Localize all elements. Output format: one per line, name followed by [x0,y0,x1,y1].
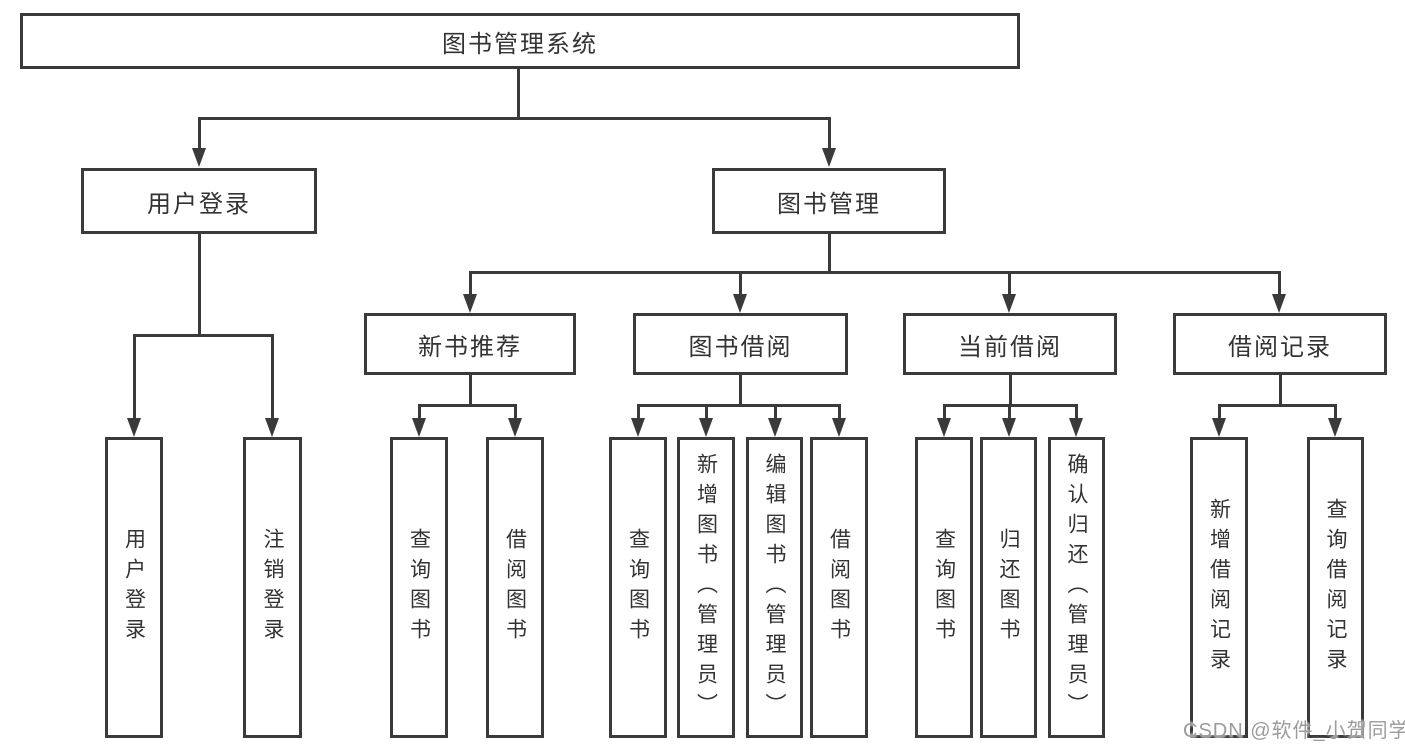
connector-line [1279,375,1282,406]
connector-line [198,117,831,120]
connector-line [637,404,841,407]
connector-line [469,375,472,406]
leaf-confirm-return-admin-label: 确认归还（管理员） [1065,452,1088,723]
node-user-login-label: 用户登录 [147,190,251,218]
leaf-add-borrow-record: 新增借阅记录 [1190,437,1248,738]
arrow-down-icon [822,148,836,167]
arrow-down-icon [1328,418,1342,437]
connector-line [469,271,472,295]
leaf-query-books-recommend-label: 查询图书 [407,527,431,648]
connector-line [198,234,201,336]
leaf-add-book-admin-label: 新增图书（管理员） [694,452,718,723]
arrow-down-icon [631,418,645,437]
node-book-management: 图书管理 [712,168,946,234]
node-borrow-records-label: 借阅记录 [1228,333,1332,361]
node-new-book-recommend: 新书推荐 [364,313,576,375]
leaf-user-login: 用户登录 [105,437,163,738]
connector-line [637,404,640,418]
connector-line [469,271,1281,274]
connector-line [133,334,274,337]
csdn-watermark: CSDN @软件_小贺同学 [1183,720,1405,742]
connector-line [774,404,777,418]
connector-line [514,404,517,418]
arrow-down-icon [1212,418,1226,437]
leaf-query-borrow-record: 查询借阅记录 [1307,437,1364,738]
arrow-down-icon [265,418,279,437]
leaf-query-borrow-record-label: 查询借阅记录 [1324,497,1347,678]
arrow-down-icon [463,294,477,313]
node-current-borrow: 当前借阅 [903,313,1117,375]
node-book-borrow: 图书借阅 [633,313,848,375]
leaf-return-books: 归还图书 [980,437,1037,738]
node-user-login: 用户登录 [81,168,317,234]
leaf-query-books-borrow-label: 查询图书 [626,527,650,648]
leaf-borrow-books-label: 借阅图书 [827,527,851,648]
connector-line [1075,404,1078,418]
leaf-logout: 注销登录 [243,437,302,738]
arrow-down-icon [1272,294,1286,313]
node-borrow-records: 借阅记录 [1173,313,1387,375]
connector-line [943,404,946,418]
arrow-down-icon [1069,418,1083,437]
connector-line [739,271,742,295]
leaf-return-books-label: 归还图书 [997,527,1020,648]
connector-line [828,234,831,273]
connector-line [418,404,421,418]
arrow-down-icon [508,418,522,437]
leaf-logout-label: 注销登录 [261,527,284,648]
arrow-down-icon [937,418,951,437]
leaf-query-books-recommend: 查询图书 [390,437,448,738]
leaf-borrow-books-recommend-label: 借阅图书 [503,527,527,648]
connector-line [198,117,201,149]
arrow-down-icon [699,418,713,437]
connector-line [418,404,516,407]
node-root-label: 图书管理系统 [442,30,598,58]
arrow-down-icon [412,418,426,437]
leaf-user-login-label: 用户登录 [122,527,146,648]
connector-line [1334,404,1337,418]
connector-line [1218,404,1337,407]
node-new-book-recommend-label: 新书推荐 [418,333,522,361]
connector-line [739,375,742,406]
connector-line [705,404,708,418]
connector-line [1218,404,1221,418]
connector-line [1008,271,1011,295]
node-book-borrow-label: 图书借阅 [688,333,793,361]
connector-line [828,117,831,149]
arrow-down-icon [192,148,206,167]
connector-line [1278,271,1281,295]
arrow-down-icon [832,418,846,437]
leaf-borrow-books: 借阅图书 [810,437,868,738]
leaf-add-book-admin: 新增图书（管理员） [677,437,735,738]
node-current-borrow-label: 当前借阅 [958,333,1062,361]
leaf-add-borrow-record-label: 新增借阅记录 [1207,497,1231,678]
connector-line [1009,375,1012,406]
arrow-down-icon [768,418,782,437]
arrow-down-icon [733,294,747,313]
connector-line [133,334,136,418]
leaf-confirm-return-admin: 确认归还（管理员） [1048,437,1105,738]
leaf-query-books-current-label: 查询图书 [932,527,956,648]
connector-line [517,69,520,118]
leaf-edit-book-admin: 编辑图书（管理员） [746,437,803,738]
arrow-down-icon [1002,294,1016,313]
node-root: 图书管理系统 [20,13,1020,69]
leaf-query-books-current: 查询图书 [915,437,973,738]
leaf-borrow-books-recommend: 借阅图书 [486,437,544,738]
node-book-management-label: 图书管理 [777,190,881,218]
connector-line [1008,404,1011,418]
arrow-down-icon [127,418,141,437]
arrow-down-icon [1002,418,1016,437]
leaf-edit-book-admin-label: 编辑图书（管理员） [763,452,786,723]
connector-line [271,334,274,418]
connector-line [838,404,841,418]
leaf-query-books-borrow: 查询图书 [609,437,667,738]
